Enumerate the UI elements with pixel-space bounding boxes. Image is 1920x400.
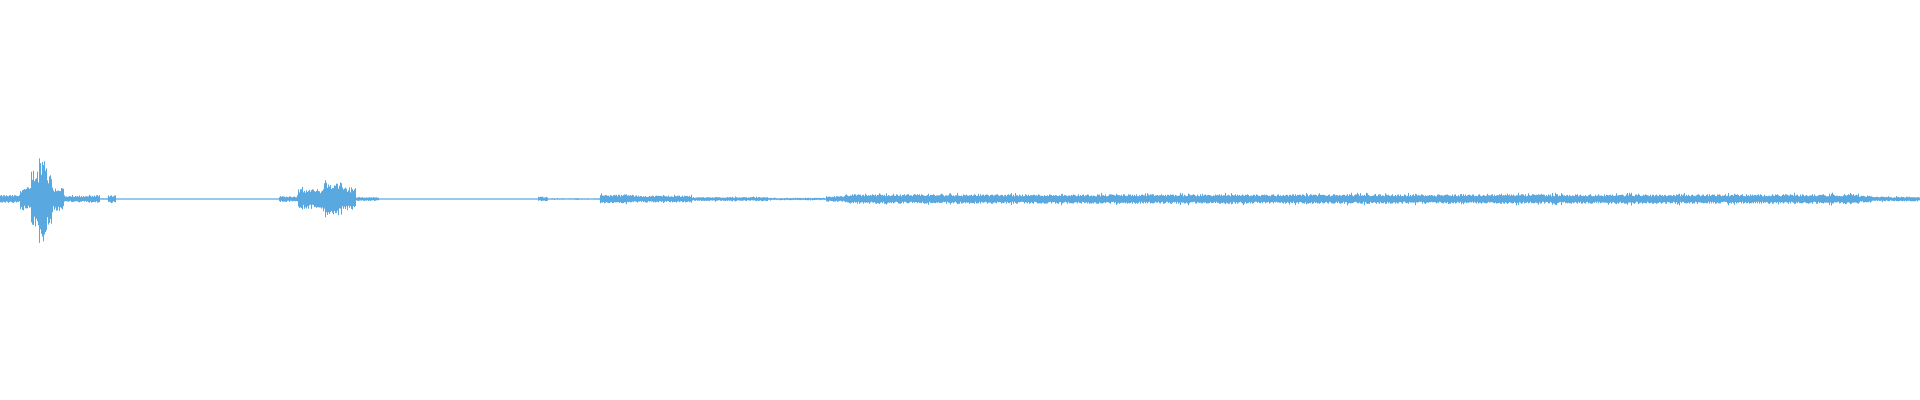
waveform-bars bbox=[0, 158, 1920, 243]
waveform-amplitude-path bbox=[0, 158, 1920, 243]
